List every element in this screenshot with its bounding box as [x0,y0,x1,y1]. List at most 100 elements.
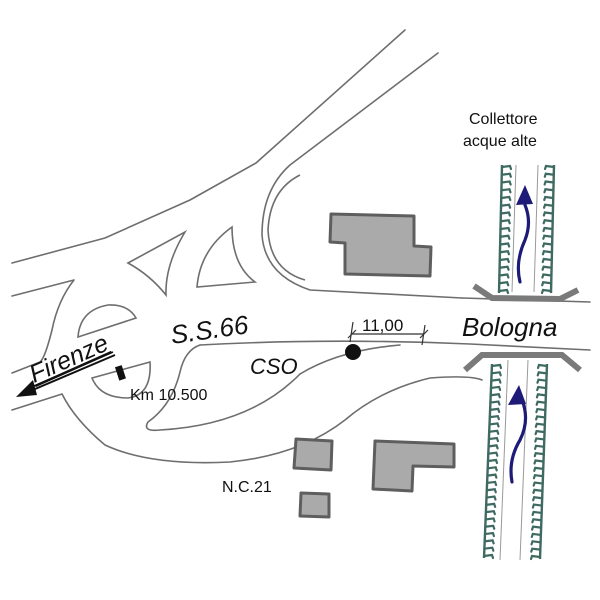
canal-bank-tick [543,180,555,186]
canal-bank-tick [541,257,553,264]
canal-bank-tick [543,195,555,202]
canal-bank-tick [498,281,510,287]
canal-bank-tick [542,242,554,248]
canal-bank-tick [486,466,498,472]
cso-label: CSO [250,354,298,379]
canal-bank-tick [498,250,511,256]
canal-bank-tick [534,429,546,436]
road-edge-loop-outer [11,376,483,464]
canal-bank-tick [542,203,555,209]
road-network [11,29,591,464]
canal-bank-tick [483,531,496,538]
canal-bank-tick [536,363,549,370]
flow-arrow-shaft [516,203,531,284]
dimension-line [347,321,429,346]
canal-bank-tick [543,172,555,178]
canal-bank-tick [500,164,513,171]
canal-bank-tick [487,436,500,443]
bridge [463,283,582,373]
canal-bank-tick [535,415,547,421]
canal-bank-tick [535,400,547,406]
flow-arrow-head [516,185,533,205]
canal-bank-tick [485,502,497,508]
flow-arrow-head [508,385,526,405]
canal-bank-tick [531,510,543,517]
canal-bank-tick [543,188,555,194]
canal-bank-tick [500,172,512,178]
building-nc21-lower [298,491,331,519]
canal-bank-tick [536,385,548,392]
canal-bank-tick [489,407,501,413]
canal-bank-tick [536,371,548,377]
canal-bank-tick [543,164,556,171]
canal-bank-tick [530,540,542,546]
canal-bank-tick [484,517,496,523]
canal-bank-tick [489,393,501,399]
buildings [292,212,456,519]
canal-bank-tick [530,547,542,553]
bridge-parapet-south [463,352,582,373]
canal-line [499,359,509,561]
building-nc21-upper [292,437,334,472]
canal-bank-tick [488,429,500,435]
canal-bank-tick [541,265,553,271]
canal-bank-tick [534,422,546,428]
dimension-tick-left [349,321,354,343]
canal-bank-tick [530,525,543,531]
canal-bank-tick [535,393,548,399]
canal-label-line2: acque alte [463,133,537,150]
canal-bank-tick [498,273,510,279]
cso-outfall-point [345,344,361,360]
canal-bank-tick [499,203,512,209]
canal-bank-tick [533,466,545,472]
traffic-islands [77,174,306,399]
canal-bank-tick [541,250,554,256]
canal-bank-tick [486,473,498,479]
building-north [328,212,433,278]
island-triangle-1 [126,229,188,298]
canal-bank-tick [489,385,502,392]
bridge-parapet-north [472,283,580,303]
canal-bank-tick [485,495,497,501]
canal-bank-ticks-south [482,363,549,561]
canal-bank-tick [484,509,496,516]
dimension-slash-left [347,329,357,339]
building-nc21-label: N.C.21 [222,479,272,496]
canal-bank-tick [483,539,495,545]
road-edge-island-inner [145,344,301,432]
canal-bank-tick [499,226,511,233]
canal-bank-tick [533,459,545,465]
road-edge-ss66-lower [199,340,591,351]
dimension-slash-right [419,329,429,339]
road-edge-ne-inner [261,52,463,299]
canal-bank-tick [488,422,500,428]
firenze-underline [33,351,114,387]
canal-bank-tick [486,458,499,465]
flow-arrow-south [508,385,528,484]
canal-bank-tick [534,437,546,443]
canal-bank-tick [542,234,554,240]
canal-bank-tick [535,407,547,414]
canal-bank-tick [531,503,543,509]
destination-bologna-label: Bologna [462,312,557,342]
canal-label-line1: Collettore [469,111,538,128]
canal-collector [482,164,556,561]
canal-line [533,164,539,293]
canal-bank-tick [532,496,544,502]
canal-bank-tick [499,242,511,248]
arrow-head [16,380,37,397]
canal-bank-tick [542,211,554,217]
island-nw-curve [267,174,306,281]
flow-arrow-north [516,185,533,284]
canal-line [519,359,529,561]
canal-bank-tick [498,265,510,271]
canal-bank-ticks-north [497,164,556,295]
canal-bank-tick [489,400,501,406]
canal-bank-tick [497,288,510,295]
canal-bank-tick [485,480,498,487]
canal-bank-tick [482,553,495,560]
canal-bank-tick [484,524,496,530]
canal-bank-tick [536,378,548,384]
canal-bank-tick [499,211,511,217]
